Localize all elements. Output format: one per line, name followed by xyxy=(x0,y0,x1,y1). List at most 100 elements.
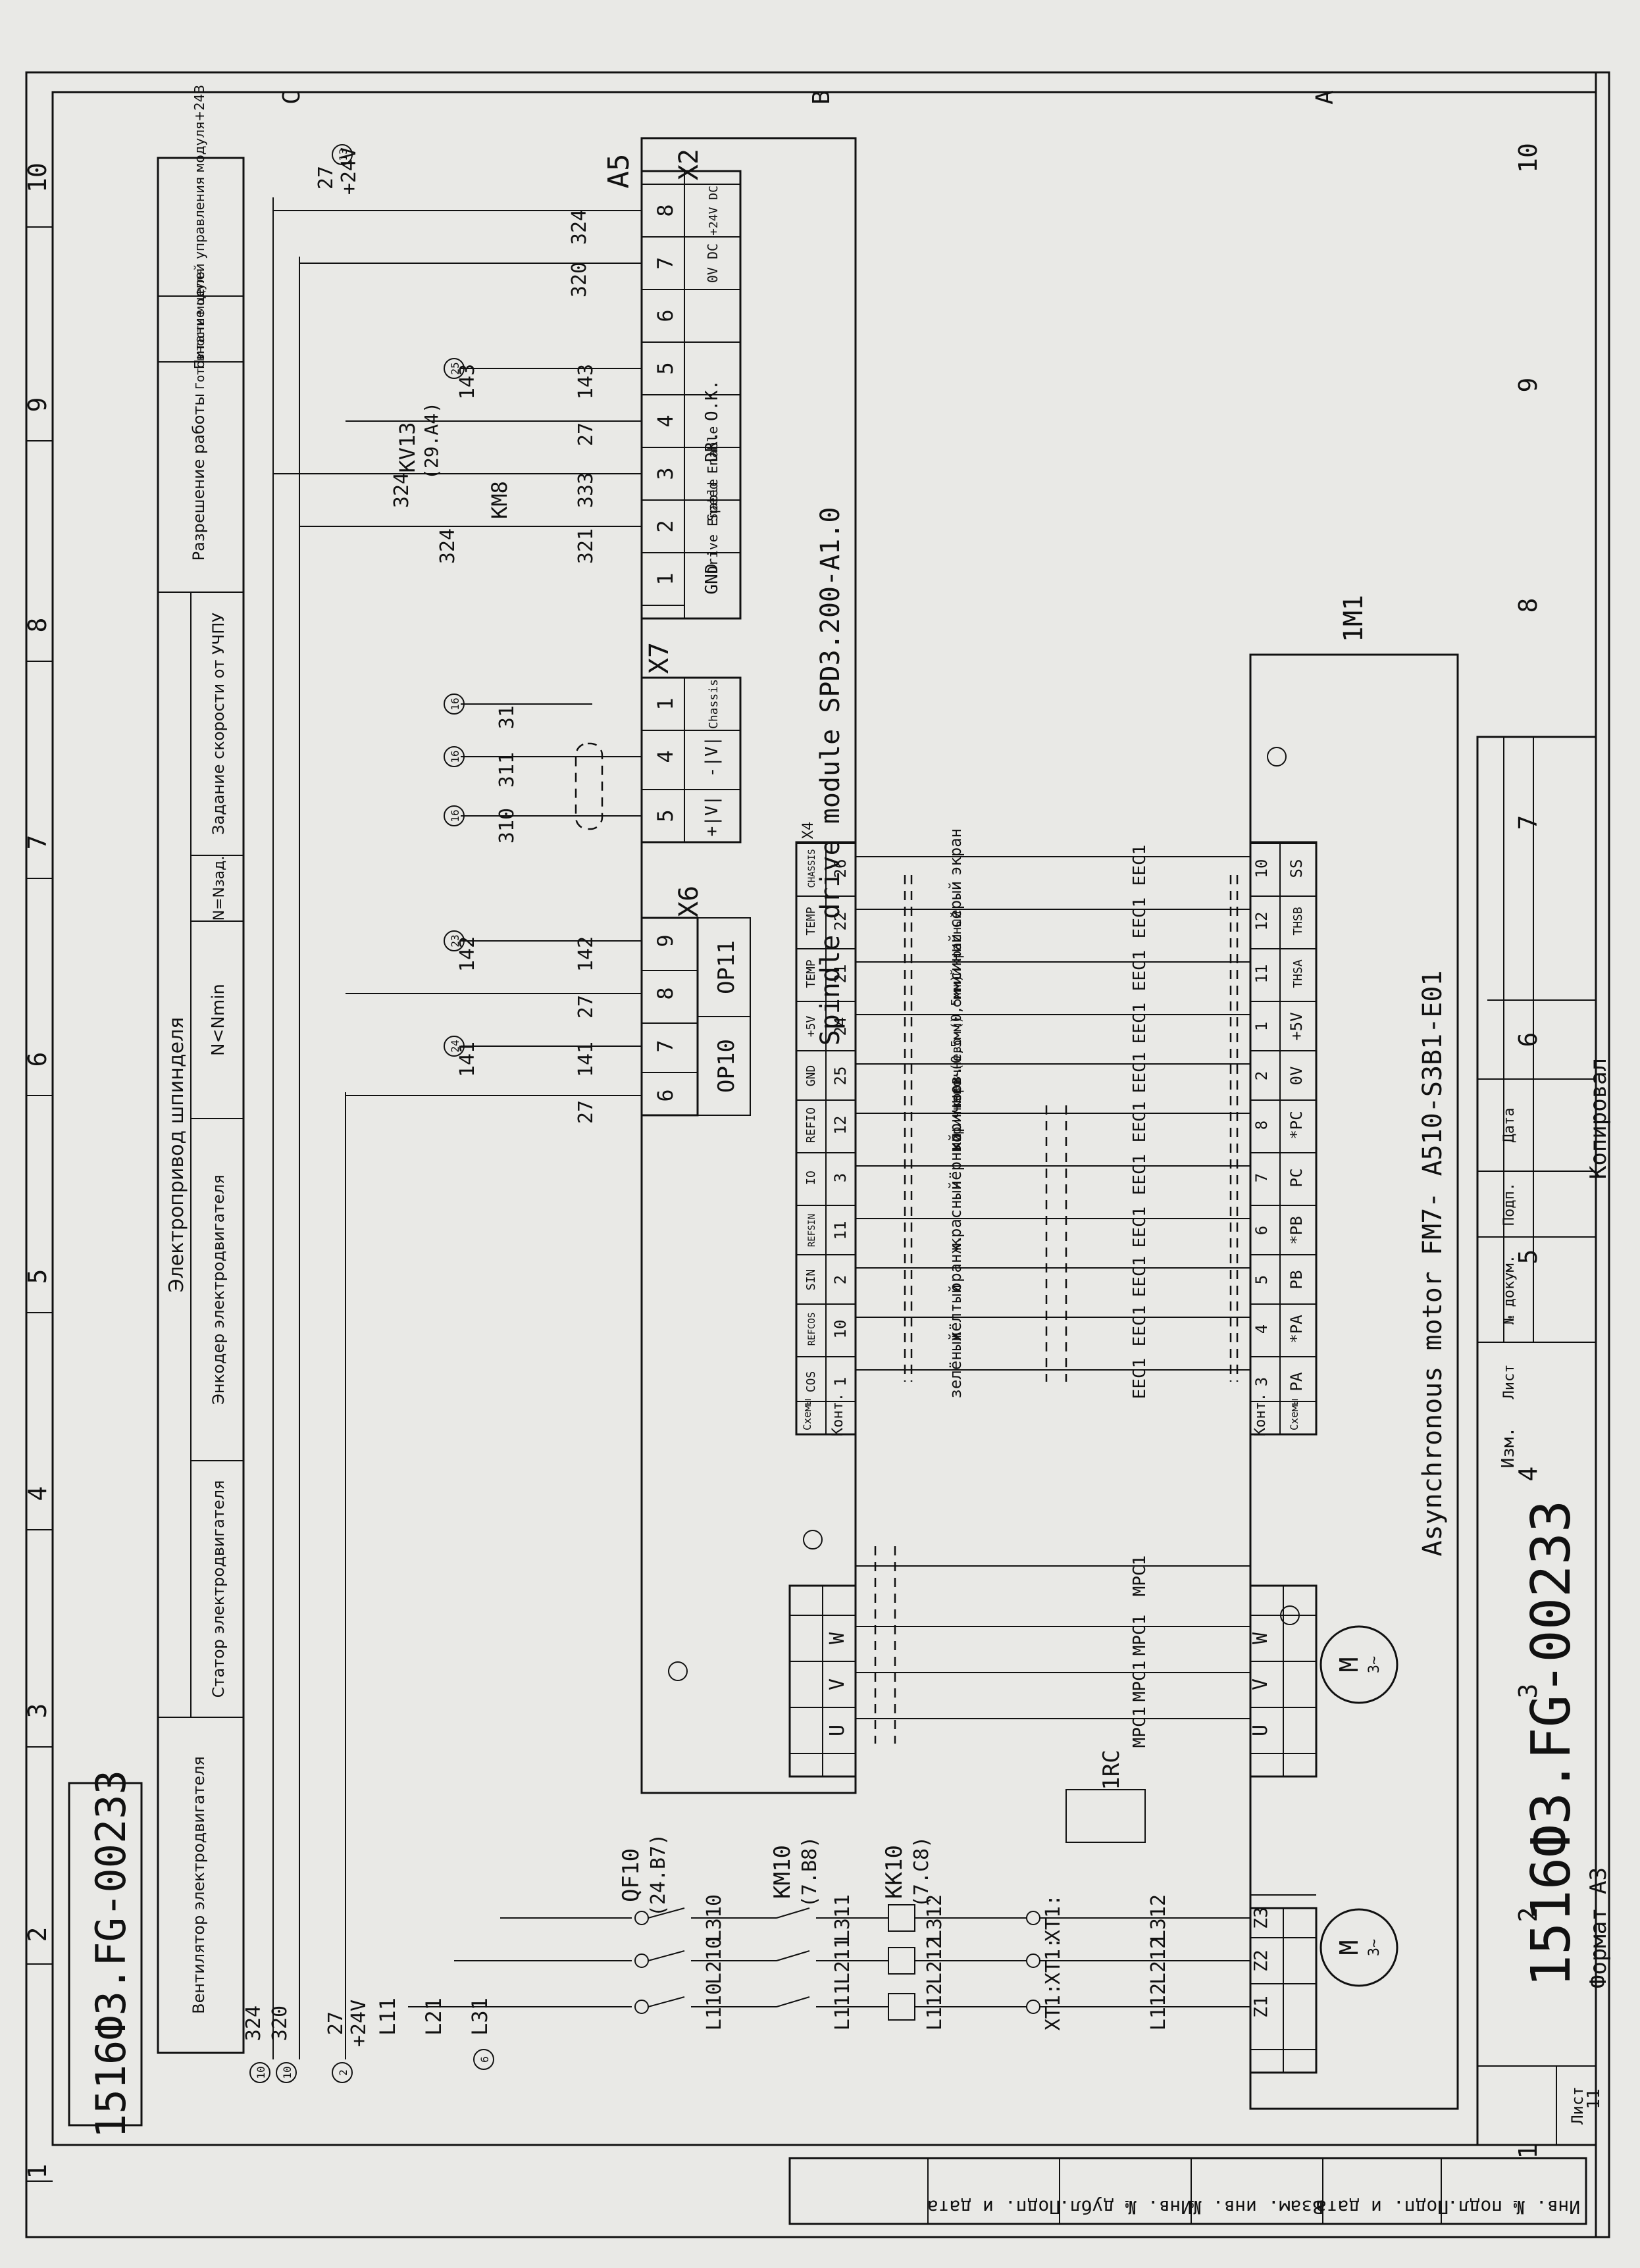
m1-power-W: W xyxy=(1249,1632,1272,1644)
x2-pin-6: 6 xyxy=(653,309,678,322)
x7-pin-1: 1 xyxy=(653,697,678,710)
qf10-contact-0 xyxy=(634,2000,649,2014)
kk10-element-2 xyxy=(888,1904,915,1932)
encoder-cable-label-0: ЕЕС1 xyxy=(1130,1358,1150,1399)
grid-col-4-right: 4 xyxy=(1514,1467,1543,1482)
grid-col-6-right: 6 xyxy=(1514,1032,1543,1047)
m1-enc-pin-6: 2 xyxy=(1252,1071,1271,1080)
m1-enc-pin-0: 3 xyxy=(1252,1377,1271,1386)
m1-enc-pin-4: 7 xyxy=(1252,1173,1271,1182)
header-table: Электропривод шпинделя Вентилятор электр… xyxy=(157,85,245,2054)
header-supply: Питание цепей управления модуля+24В xyxy=(192,85,207,369)
side-stamp-1: Подп. и дата xyxy=(1316,2196,1448,2218)
x6-pin-6: 6 xyxy=(653,1089,678,1101)
xt1-terminal-0 xyxy=(1026,2000,1040,2014)
fan-wire-0: L112 xyxy=(1147,1983,1170,2030)
fan-m: M xyxy=(1335,1940,1364,1955)
wire-ready-label-2: 143 xyxy=(456,364,479,399)
title-block: Изм. Лист № докум. Подп. Дата 1516Ф3.FG-… xyxy=(1476,736,1612,2146)
cross-ref-label-4: 16 xyxy=(449,809,461,822)
cross-ref-label-8: 23 xyxy=(449,934,461,947)
x4-head-1: Конт. xyxy=(830,1393,846,1436)
x6-pin-8: 8 xyxy=(653,987,678,999)
m1-enc-signal-8: THSA xyxy=(1291,959,1305,988)
drive-pe-symbol xyxy=(803,1530,823,1550)
m1-enc-head-0: Конт. xyxy=(1252,1393,1269,1436)
encoder-cable-label-6: ЕЕС1 xyxy=(1130,1052,1150,1094)
grid-col-9-left: 9 xyxy=(23,397,52,413)
stamp-doc: № докум. xyxy=(1501,1255,1518,1325)
kk10-ref: (7.C8) xyxy=(910,1836,933,1907)
header-encoder: Энкодер электродвигателя xyxy=(209,1174,228,1405)
x4-signal-9: TEMP xyxy=(804,907,818,936)
cross-ref-10 xyxy=(332,144,353,165)
cross-ref-label-5: 16 xyxy=(449,750,461,763)
grid-row-B: B xyxy=(808,90,835,105)
encoder-wire-color-9: серый xyxy=(946,881,965,928)
stator-m: M xyxy=(1335,1657,1364,1673)
x4-pin-9: 22 xyxy=(831,912,850,931)
relay-op10: OP10 xyxy=(713,1039,740,1093)
m1-enc-pin-5: 8 xyxy=(1252,1121,1271,1130)
wire-label-324: 324 xyxy=(568,209,591,245)
x4-pin-4: 3 xyxy=(831,1173,850,1182)
grid-col-2-left: 2 xyxy=(23,1927,52,1942)
grid-col-2-right: 2 xyxy=(1514,1907,1543,1923)
grid-col-1-left: 1 xyxy=(23,2164,52,2179)
stamp-list: Лист xyxy=(1501,1365,1518,1399)
x7-function-2: Chassis xyxy=(707,679,721,729)
wire-speed-label-0: 310 xyxy=(496,808,519,844)
encoder-wire-color-8: синий xyxy=(946,934,965,981)
x6-pin-9: 9 xyxy=(653,934,678,947)
grid-col-10-left: 10 xyxy=(23,163,52,193)
cross-ref-0 xyxy=(249,2062,270,2083)
x2-pin-3: 3 xyxy=(653,467,678,480)
x4-pin-5: 12 xyxy=(831,1116,850,1135)
x2-pin-1: 1 xyxy=(653,572,678,585)
km10-label: KM10 xyxy=(769,1845,796,1899)
m1-enc-pin-10: 10 xyxy=(1252,859,1271,878)
x2-function-5: 0V DC xyxy=(705,243,721,283)
a5-name: A5 xyxy=(602,154,636,189)
x7-function-0: +|V| xyxy=(702,795,722,837)
power-cable-label-2: МРС1 xyxy=(1130,1615,1150,1656)
wire-x6-label-1: 141 xyxy=(575,1042,598,1077)
m1-enc-signal-0: PA xyxy=(1287,1372,1306,1391)
grid-col-8-left: 8 xyxy=(23,618,52,633)
x2-function-1: Drive Enable xyxy=(705,479,721,574)
x4-signal-3: REFSIN xyxy=(807,1214,817,1247)
grid-col-7-left: 7 xyxy=(23,835,52,850)
pe-symbol xyxy=(668,1661,688,1681)
km8-label: KM8 xyxy=(487,481,512,519)
encoder-cable: ЕЕС1зелёныйЕЕС1жёлтыйЕЕС1оранж.ЕЕС1красн… xyxy=(856,828,1250,1399)
x4-pin-7: 24 xyxy=(831,1017,850,1036)
wire-enable-label-2: 324 xyxy=(390,472,413,508)
x2-name: X2 xyxy=(674,149,704,180)
grid-col-1-right: 1 xyxy=(1514,2144,1543,2159)
header-nmin: N<Nmin xyxy=(209,984,228,1056)
cross-ref-2 xyxy=(332,2062,353,2083)
x2-pin-8: 8 xyxy=(653,204,678,216)
grid-col-3-right: 3 xyxy=(1514,1684,1543,1699)
m1-title: Asynchronous motor FM7- A510-S3B1-E01 xyxy=(1418,970,1448,1556)
top-plus24-label: +24V xyxy=(338,147,361,195)
m1-fan-Z3: Z3 xyxy=(1250,1907,1271,1929)
m1-enc-pin-3: 6 xyxy=(1252,1226,1271,1235)
m1-enc-pin-9: 12 xyxy=(1252,912,1271,931)
format: Формат А3 xyxy=(1585,1867,1612,1988)
mains-L21: L21 xyxy=(421,1998,446,2036)
bus-324-label: 324 xyxy=(242,2005,265,2041)
encoder-wire-color-6: коричнево-(0,5мм) синий xyxy=(948,969,964,1151)
encoder-wire-color-4: чёрный xyxy=(946,1133,965,1190)
outer-frame xyxy=(25,71,1610,2238)
qf10-contact-2 xyxy=(634,1911,649,1925)
mains-L11: L11 xyxy=(375,1998,400,2036)
m1-enc-signal-2: PB xyxy=(1287,1271,1306,1290)
x2-function-3: DR. O.K. xyxy=(702,380,722,462)
m1-enc-signal-5: *PC xyxy=(1287,1111,1306,1139)
power-cable-label-1: МРС1 xyxy=(1130,1661,1150,1702)
fan-motor-symbol xyxy=(1320,1908,1398,1987)
